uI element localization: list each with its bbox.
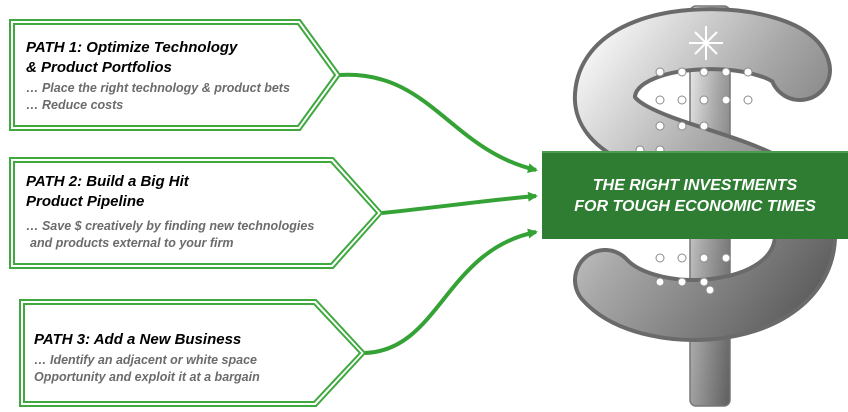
path-1-subtitle: … Place the right technology & product b… (26, 80, 346, 114)
path-3-subtitle: … Identify an adjacent or white space Op… (34, 352, 354, 386)
path-1-title: PATH 1: Optimize Technology & Product Po… (26, 38, 326, 78)
path-2-title-line-2: Product Pipeline (26, 193, 145, 210)
target-line-2: FOR TOUGH ECONOMIC TIMES (574, 198, 816, 215)
path-3-subtitle-line-1: … Identify an adjacent or white space (34, 353, 257, 367)
path-box-3 (19, 299, 367, 407)
path-1-subtitle-line-2: … Reduce costs (26, 98, 124, 112)
path-2-subtitle-line-1: … Save $ creatively by finding new techn… (26, 219, 315, 233)
path-1-title-line-1: PATH 1: Optimize Technology (26, 39, 238, 56)
path-2-title: PATH 2: Build a Big Hit Product Pipeline (26, 172, 346, 212)
target-text: THE RIGHT INVESTMENTS FOR TOUGH ECONOMIC… (542, 175, 848, 217)
path-3-subtitle-line-2: Opportunity and exploit it at a bargain (34, 370, 260, 384)
path-3-title-line-1: PATH 3: Add a New Business (34, 331, 242, 348)
arrow-path-3 (364, 228, 538, 355)
path-2-title-line-1: PATH 2: Build a Big Hit (26, 173, 189, 190)
path-2-subtitle-line-2: and products external to your firm (30, 236, 234, 250)
path-3-title: PATH 3: Add a New Business (34, 330, 334, 350)
arrow-path-2 (381, 191, 538, 215)
path-1-title-line-2: & Product Portfolios (26, 59, 172, 76)
path-2-subtitle: … Save $ creatively by finding new techn… (26, 218, 386, 252)
target-box: THE RIGHT INVESTMENTS FOR TOUGH ECONOMIC… (542, 151, 848, 239)
path-1-subtitle-line-1: … Place the right technology & product b… (26, 81, 290, 95)
path-box-1 (9, 19, 342, 131)
path-box-2 (9, 157, 384, 269)
arrow-path-1 (339, 72, 538, 174)
target-line-1: THE RIGHT INVESTMENTS (592, 177, 798, 194)
